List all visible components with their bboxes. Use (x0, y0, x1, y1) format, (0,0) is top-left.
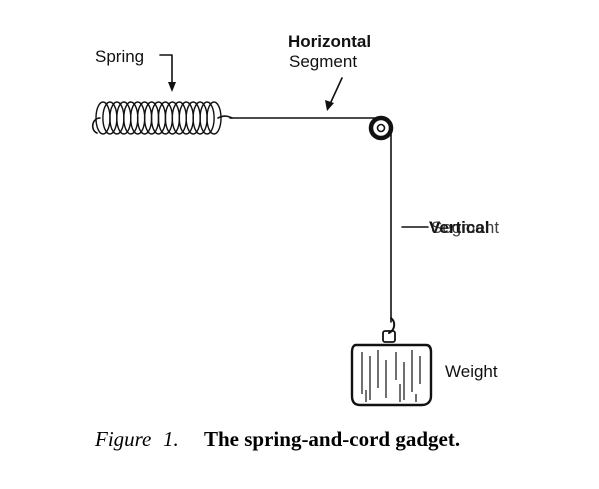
caption-figure-number: 1. (163, 427, 179, 451)
pulley (368, 115, 394, 141)
spring-coil-loop (199, 101, 215, 135)
spring-label: Spring (95, 47, 144, 66)
spring-coil-loop (206, 101, 222, 135)
vertical-segment-label: Vertical Segment (401, 218, 499, 237)
vertical-label-word-a: Vertical (429, 218, 490, 237)
vertical-label-word-b: Segment (431, 218, 499, 237)
horizontal-segment-arrow (325, 77, 343, 111)
figure-caption: Figure 1. The spring-and-cord gadget. (94, 427, 460, 451)
weight-texture (361, 350, 421, 402)
caption-figure-word: Figure (94, 427, 151, 451)
caption-text: The spring-and-cord gadget. (204, 427, 460, 451)
weight-label: Weight (445, 362, 498, 381)
horizontal-label-line2: Segment (289, 52, 357, 71)
weight-block (350, 343, 433, 407)
weight-hook (382, 317, 396, 343)
spring-left-hook (91, 117, 101, 134)
spring-leader-arrow (159, 54, 176, 92)
coil-spring (95, 101, 222, 135)
horizontal-label-line1: Horizontal (288, 32, 371, 51)
